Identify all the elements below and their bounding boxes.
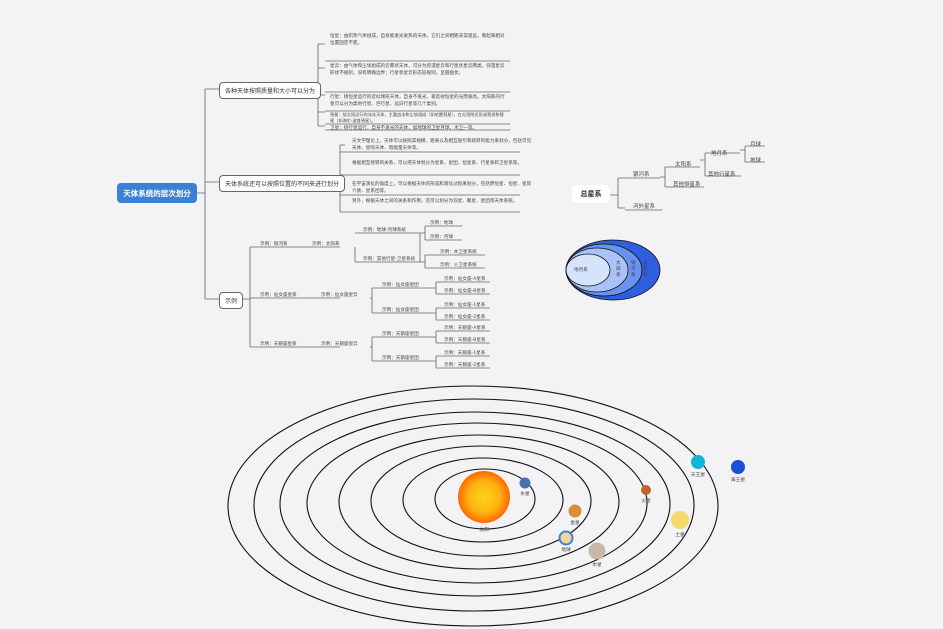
saturn-label: 土星 bbox=[675, 533, 685, 538]
mars-label: 火星 bbox=[641, 499, 651, 504]
pos-item-2: 根据相互绕转的关系，可以把天体划分为星系、星团、恒星系、行星系和卫星系等。 bbox=[352, 161, 522, 166]
item-planet: 行星：绕恒星运行的近似球形天体，自身不发光，靠反射恒星的光而发亮。太阳系的行星可… bbox=[330, 95, 505, 107]
nested-solar-label: 太阳系 bbox=[616, 261, 621, 278]
example-l1: 示例：天鹅座星系 bbox=[260, 342, 297, 347]
planet-saturn bbox=[671, 511, 689, 529]
example-leaf: 示例：仙女座-2星系 bbox=[444, 315, 486, 320]
example-leaf: 示例：天鹅座-2星系 bbox=[444, 363, 486, 368]
example-leaf: 示例：月球 bbox=[430, 235, 453, 240]
example-leaf: 示例：天鹅座-B星系 bbox=[444, 338, 486, 343]
other-star-systems-node[interactable]: 其他恒星系 bbox=[673, 182, 701, 188]
pos-item-4: 另外，根据天体之间的关系和作用，还可以划分为双星、聚星、星团等天体系统。 bbox=[352, 199, 518, 204]
example-group: 示例：其他行星-卫星系统 bbox=[363, 257, 416, 262]
extragalactic-node[interactable]: 河外星系 bbox=[633, 204, 656, 210]
venus-label: 金星 bbox=[570, 521, 580, 526]
root-node[interactable]: 天体系统的层次划分 bbox=[117, 183, 197, 203]
example-leaf: 示例：仙女座-B星系 bbox=[444, 289, 486, 294]
moon-node[interactable]: 月球 bbox=[750, 142, 762, 148]
planet-jupiter bbox=[588, 542, 606, 560]
example-group: 示例：仙女座星团 bbox=[382, 308, 419, 313]
item-comet: 彗星：绕太阳运行的冰冻天体，主要由冰和尘埃组成（如哈雷彗星），在太阳附近形成彗发… bbox=[330, 112, 504, 123]
sun-label: 太阳 bbox=[479, 528, 489, 533]
total-galaxy-node[interactable]: 总星系 bbox=[572, 185, 610, 203]
example-group: 示例：天鹅座星团 bbox=[382, 356, 419, 361]
branch-mass-size[interactable]: 各种天体按照质量和大小可以分为 bbox=[219, 82, 322, 99]
solar-system-node[interactable]: 太阳系 bbox=[675, 162, 692, 168]
item-star: 恒星：由炽热气体组成，自身能发光发热的天体。它们之间相距非常遥远，看起来相对位置… bbox=[330, 34, 505, 46]
planet-mars bbox=[641, 485, 651, 495]
nested-milky-label: 银河系 bbox=[631, 261, 636, 278]
uranus-label: 天王星 bbox=[690, 473, 706, 478]
example-l1: 示例：仙女座星系 bbox=[260, 293, 297, 298]
example-l2: 示例：天鹅座星云 bbox=[321, 342, 358, 347]
neptune-label: 海王星 bbox=[730, 478, 746, 483]
earth-moon-node[interactable]: 地月系 bbox=[711, 151, 728, 157]
branch-position[interactable]: 天体系统还可以按照位置的不同来进行划分 bbox=[219, 175, 346, 192]
example-group: 示例：仙女座星团 bbox=[382, 283, 419, 288]
branch-examples[interactable]: 示例 bbox=[219, 292, 244, 309]
example-leaf: 示例：天鹅座-1星系 bbox=[444, 351, 486, 356]
item-nebula: 星云：由气体和尘埃组成的云雾状天体，可分为弥漫星云和行星状星云两类。弥漫星云形状… bbox=[330, 64, 505, 76]
orbits bbox=[227, 385, 719, 627]
milky-way-node[interactable]: 银河系 bbox=[633, 172, 650, 178]
jupiter-label: 木星 bbox=[592, 563, 602, 568]
planet-uranus bbox=[691, 455, 705, 469]
example-group: 示例：天鹅座星团 bbox=[382, 332, 419, 337]
sun bbox=[458, 471, 510, 523]
nested-total-label: 总星系 bbox=[643, 261, 648, 278]
nested-earth-moon-label: 地月系 bbox=[574, 268, 588, 273]
pos-item-1: 天文学理论上，天体可以按照其规模、距离以及相互吸引和绕转的能力来划分，包括可见天… bbox=[352, 139, 532, 151]
mercury-label: 水星 bbox=[520, 492, 530, 497]
example-leaf: 示例：仙女座-1星系 bbox=[444, 303, 486, 308]
planet-venus bbox=[568, 504, 582, 518]
example-leaf: 示例：火卫星系统 bbox=[440, 263, 477, 268]
earth-label: 地球 bbox=[561, 548, 571, 553]
example-l2: 示例：太阳系 bbox=[312, 242, 340, 247]
nested-system-ellipses bbox=[565, 239, 661, 301]
example-leaf: 示例：木卫星系统 bbox=[440, 250, 477, 255]
example-leaf: 示例：仙女座-A星系 bbox=[444, 277, 486, 282]
example-l1: 示例：银河系 bbox=[260, 242, 288, 247]
example-leaf: 示例：天鹅座-A星系 bbox=[444, 326, 486, 331]
item-satellite: 卫星：绕行星运行，自身不发光的天体，如地球的卫星月球，木卫一等。 bbox=[330, 126, 478, 131]
example-group: 示例：地球-月球系统 bbox=[363, 228, 407, 233]
pos-item-3: 在宇宙演化的角度上，可以根据天体的形成和演化过程来划分，包括原恒星、恒星、星际介… bbox=[352, 182, 532, 194]
other-planet-systems-node[interactable]: 其他行星系 bbox=[708, 172, 736, 178]
earth-node[interactable]: 地球 bbox=[750, 158, 762, 164]
example-leaf: 示例：地球 bbox=[430, 221, 453, 226]
example-l2: 示例：仙女座星云 bbox=[321, 293, 358, 298]
planet-neptune bbox=[731, 460, 745, 474]
planet-earth bbox=[558, 530, 574, 546]
planet-mercury bbox=[519, 477, 531, 489]
